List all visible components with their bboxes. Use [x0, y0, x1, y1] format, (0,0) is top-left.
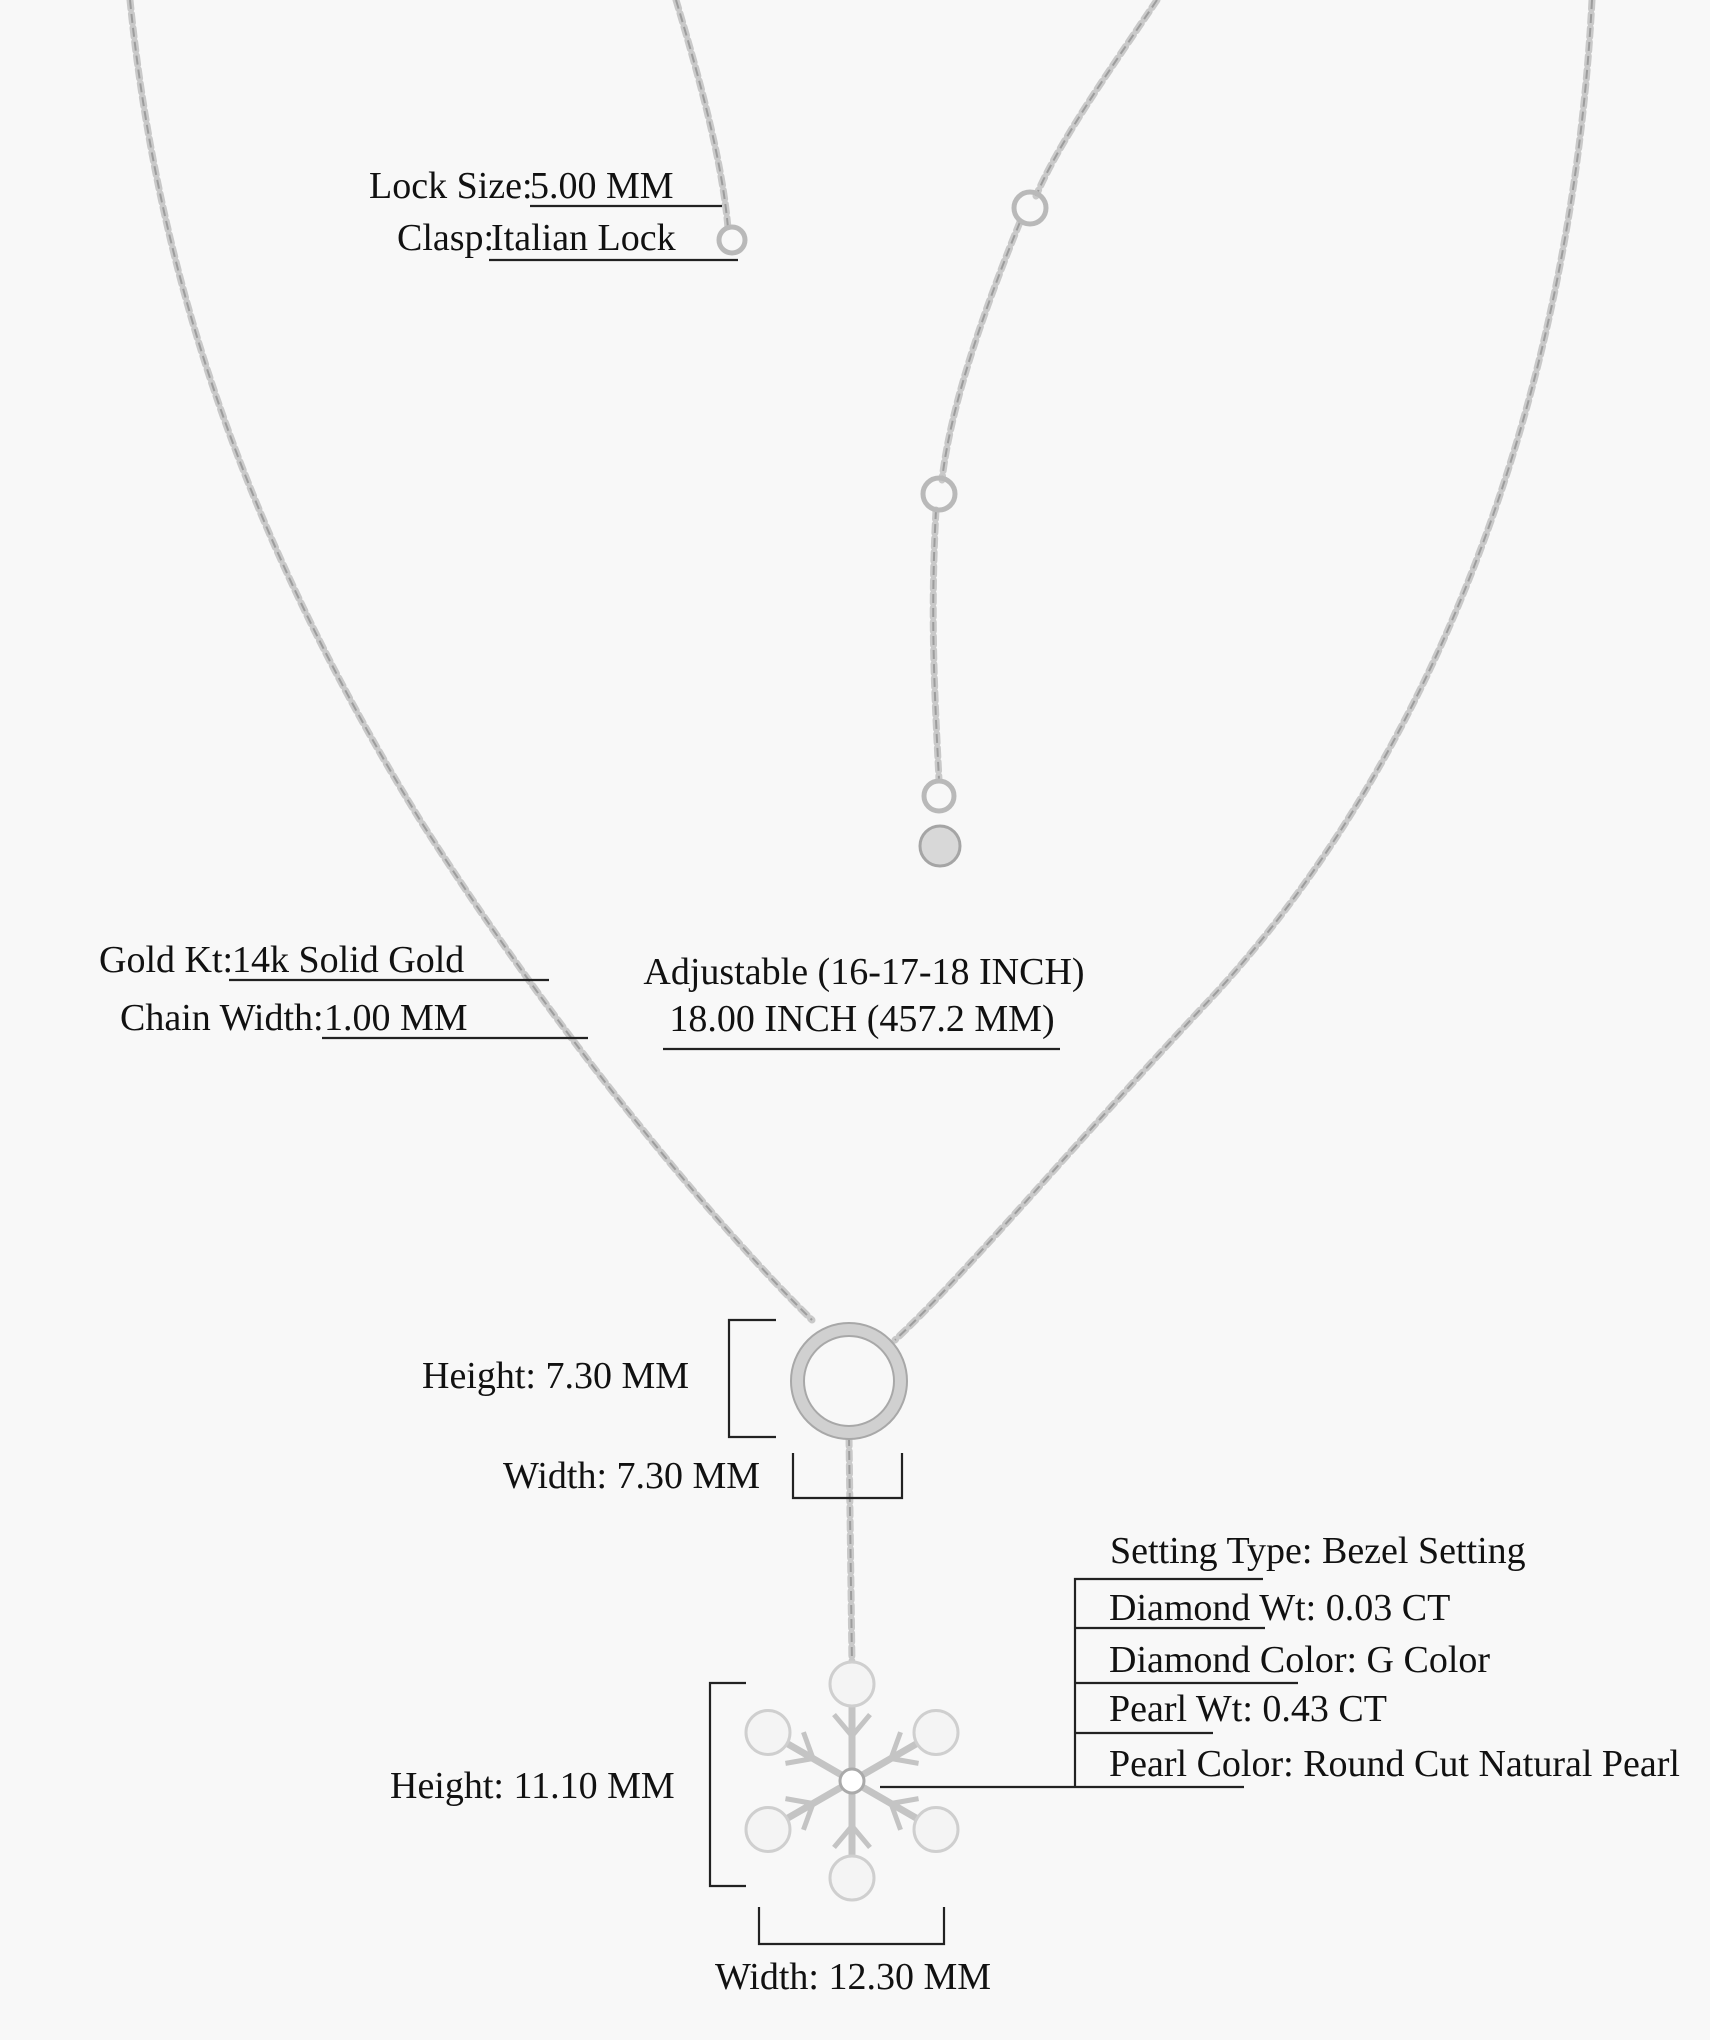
chain-width-value: 1.00 MM — [324, 997, 468, 1039]
height-bracket — [708, 1681, 746, 1888]
pearl-wt-value: 0.43 CT — [1253, 1688, 1387, 1730]
diamond-icon — [838, 1767, 866, 1795]
pearl-wt-label: Pearl Wt: — [1109, 1688, 1253, 1730]
circle-pendant-icon — [790, 1322, 908, 1440]
pearl-icon — [912, 1709, 960, 1756]
gold-kt-label: Gold Kt: — [99, 939, 233, 981]
circle-width-label: Width: 7.30 MM — [503, 1455, 760, 1497]
extender-ring-icon — [921, 778, 957, 814]
length-adjustable: Adjustable (16-17-18 INCH) — [643, 951, 1084, 993]
lock-size-label: Lock Size: — [369, 165, 533, 207]
diamond-color-label: Diamond Color: — [1109, 1639, 1357, 1681]
extender-ring-icon — [1011, 189, 1049, 227]
snowflake-height-label: Height: 11.10 MM — [390, 1765, 675, 1807]
snowflake-pendant-icon — [744, 1660, 960, 1902]
diamond-wt-label: Diamond Wt: — [1109, 1587, 1316, 1629]
chain-width-label: Chain Width: — [120, 997, 324, 1039]
pearl-icon — [912, 1806, 960, 1853]
clasp-value: Italian Lock — [491, 217, 676, 259]
diamond-color-value: G Color — [1357, 1639, 1490, 1681]
setting-type-value: Bezel Setting — [1312, 1530, 1525, 1572]
svg-text:Diamond Wt: 0.03 CT: Diamond Wt: 0.03 CT — [1109, 1587, 1450, 1629]
necklace-chain — [126, 0, 1596, 1669]
circle-height-label: Height: 7.30 MM — [422, 1355, 689, 1397]
setting-type-label: Setting Type: — [1110, 1530, 1312, 1572]
extender-ball-icon — [918, 824, 962, 868]
pearl-icon — [744, 1806, 792, 1853]
stone-details-list: Setting Type: Bezel Setting Diamond Wt: … — [880, 1530, 1680, 1789]
width-bracket — [791, 1453, 904, 1500]
pearl-icon — [744, 1709, 792, 1756]
svg-text:Pearl Wt: 0.43 CT: Pearl Wt: 0.43 CT — [1109, 1688, 1387, 1730]
pearl-color-value: Round Cut Natural Pearl — [1294, 1743, 1680, 1785]
svg-text:Diamond Color: G Color: Diamond Color: G Color — [1109, 1639, 1490, 1681]
height-bracket — [727, 1318, 776, 1439]
gold-kt-value: 14k Solid Gold — [232, 939, 464, 981]
width-bracket — [757, 1907, 946, 1946]
svg-text:Pearl Color: Round Cut Natural: Pearl Color: Round Cut Natural Pearl — [1109, 1743, 1680, 1785]
snowflake-width-label: Width: 12.30 MM — [715, 1956, 991, 1998]
length-value: 18.00 INCH (457.2 MM) — [669, 998, 1054, 1040]
pearl-color-label: Pearl Color: — [1109, 1743, 1294, 1785]
pearl-icon — [828, 1660, 876, 1708]
clasp-label: Clasp: — [397, 217, 494, 259]
svg-text:Setting Type: Bezel Setting: Setting Type: Bezel Setting — [1110, 1530, 1526, 1572]
diamond-wt-value: 0.03 CT — [1316, 1587, 1450, 1629]
lock-size-value: 5.00 MM — [530, 165, 674, 207]
pearl-icon — [828, 1854, 876, 1902]
clasp-ring-icon — [716, 224, 748, 256]
extender-ring-icon — [920, 475, 958, 513]
